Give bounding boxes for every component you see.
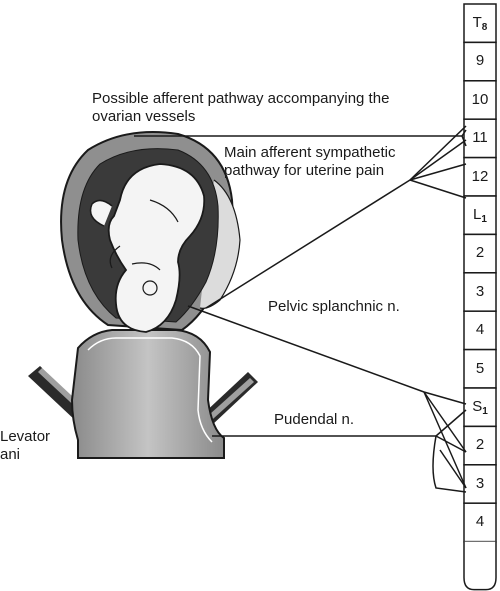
spinal-segment-label: 3: [475, 474, 485, 492]
levator-ani-label-line2: ani: [0, 446, 21, 463]
main-sympathetic-pathway: [205, 179, 411, 309]
spinal-segment-box: [463, 41, 497, 82]
spinal-segment-box: [463, 156, 497, 197]
main-pathway-label-line2: pathway for uterine pain: [224, 162, 385, 179]
spinal-segment-box: [463, 272, 497, 312]
spinal-segment-label: L1: [473, 206, 487, 225]
levator-ani-label: Levator ani: [0, 428, 50, 464]
spinal-segment-label: 4: [475, 321, 485, 339]
spinal-segment-label: 12: [471, 167, 489, 185]
spinal-segment-label: 11: [472, 129, 488, 147]
spinal-segment-label: 4: [475, 513, 485, 531]
spinal-segment-box: [463, 502, 497, 543]
levator-ani-label-line1: Levator: [0, 428, 51, 445]
pudendal-label: Pudendal n.: [274, 411, 355, 428]
spinal-segment-label: 9: [475, 52, 485, 70]
spinal-segment-label: 3: [475, 282, 485, 300]
spinal-segment-label: 10: [471, 90, 489, 108]
ovarian-pathway-label-line1: Possible afferent pathway accompanying t…: [92, 90, 390, 107]
main-pathway-label: Main afferent sympathetic pathway for ut…: [224, 144, 395, 180]
spinal-segment-label: T8: [472, 14, 488, 33]
spinal-cord-segments: [463, 3, 497, 591]
pelvic-splanchnic-label: Pelvic splanchnic n.: [268, 298, 400, 315]
spinal-segment-label: 2: [475, 436, 485, 454]
spinal-cord-tail: [463, 541, 497, 591]
fetus: [89, 163, 206, 333]
nerve-pathways: [134, 125, 467, 493]
pelvic-splanchnic-nerve: [187, 305, 425, 393]
ovarian-pathway-label-line2: ovarian vessels: [92, 108, 196, 125]
spinal-segment-label: 2: [475, 244, 485, 262]
spinal-segment-label: S1: [472, 398, 488, 417]
ovarian-pathway-label: Possible afferent pathway accompanying t…: [92, 90, 389, 126]
spinal-segment-box: [463, 233, 497, 274]
spinal-segment-label: 5: [475, 359, 485, 377]
vagina: [70, 329, 225, 459]
main-pathway-label-line1: Main afferent sympathetic: [224, 144, 396, 161]
